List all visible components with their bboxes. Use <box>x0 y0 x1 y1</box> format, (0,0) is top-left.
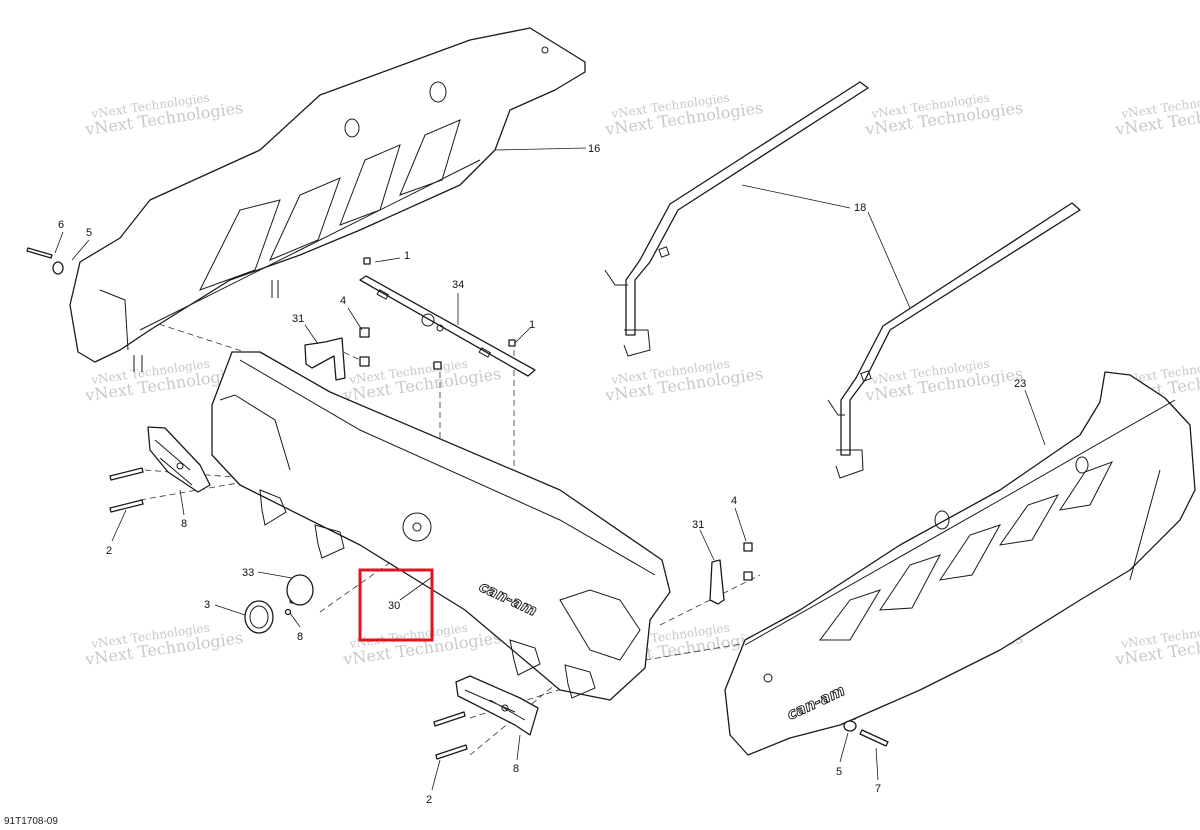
callout-23: 23 <box>1014 378 1026 390</box>
hinge-8-lower <box>455 675 539 736</box>
callout-6-a: 6 <box>58 219 64 231</box>
callout-4-b: 4 <box>731 495 737 507</box>
bolts <box>26 247 889 760</box>
callout-16: 16 <box>588 143 600 155</box>
callout-8-b: 8 <box>513 763 519 775</box>
disc-33 <box>286 574 314 606</box>
callout-33: 33 <box>242 567 254 579</box>
support-tube-upper <box>604 81 869 357</box>
callout-4-a: 4 <box>340 295 346 307</box>
callout-1-a: 1 <box>404 250 410 262</box>
callout-5-b: 5 <box>836 766 842 778</box>
bracket-plate <box>359 275 536 377</box>
bracket-31-lower <box>709 559 725 605</box>
callout-8-a: 8 <box>181 518 187 530</box>
callout-31-b: 31 <box>692 519 704 531</box>
callout-7: 8 <box>297 631 303 643</box>
side-panel-left <box>69 27 586 372</box>
callout-6-b: 7 <box>875 783 881 795</box>
highlight-box-part-30 <box>358 568 434 642</box>
callout-3: 3 <box>204 599 210 611</box>
diagram-reference: 91T1708-09 <box>4 816 58 827</box>
leader-lines <box>54 147 1046 791</box>
bracket-31-upper <box>304 337 346 381</box>
callout-18: 18 <box>854 202 866 214</box>
emblem-3 <box>244 600 274 634</box>
rear-bumper-panel: can-am <box>211 351 671 701</box>
callout-34: 34 <box>452 279 464 291</box>
callout-2-b: 2 <box>426 794 432 806</box>
callout-labels: 16 18 34 1 1 31 4 6 5 23 2 8 33 3 8 30 3… <box>58 143 1026 806</box>
callout-1-b: 1 <box>529 319 535 331</box>
hinge-8-upper <box>147 426 211 493</box>
small-hardware <box>52 257 857 732</box>
support-tube-lower <box>827 202 1081 479</box>
callout-2-a: 2 <box>106 545 112 557</box>
callout-30: 30 <box>388 600 400 612</box>
callout-5-a: 5 <box>86 227 92 239</box>
callout-31-a: 31 <box>292 313 304 325</box>
side-panel-right: can-am <box>724 371 1196 756</box>
